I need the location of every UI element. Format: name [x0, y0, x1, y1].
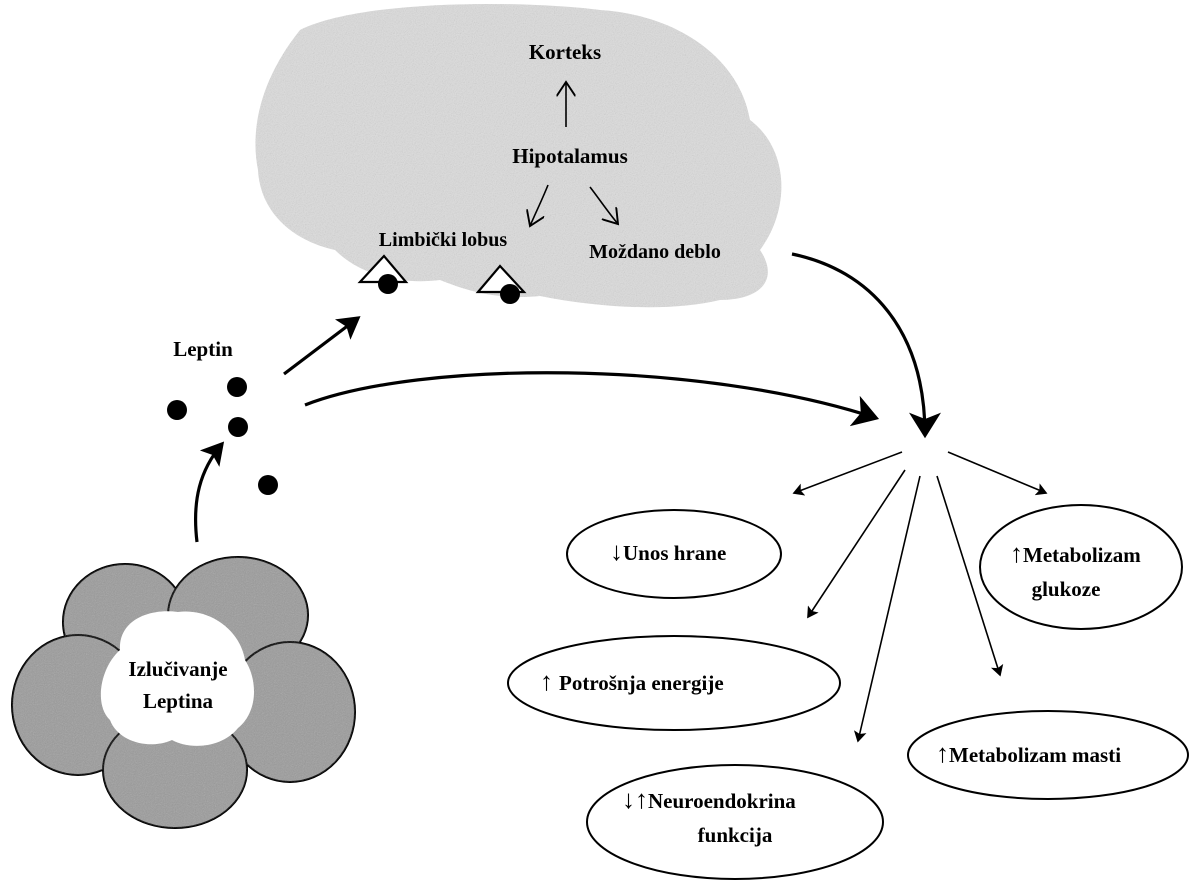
fat-metabolism-effect: ↑Metabolizam masti — [907, 710, 1189, 800]
up-arrow-icon: ↑ — [1010, 539, 1023, 568]
hypothalamus-label: Hipotalamus — [512, 144, 628, 168]
leptin-to-periphery-arrow — [304, 371, 880, 427]
leptin-label: Leptin — [173, 337, 233, 361]
down-up-arrow-icon: ↓↑ — [622, 785, 648, 814]
food-intake-effect: ↓Unos hrane — [566, 509, 782, 599]
fat-cell-line1: Izlučivanje — [128, 657, 227, 681]
hypothalamus-to-brainstem-arrow — [589, 186, 618, 224]
limbic-lobe-label: Limbički lobus — [379, 229, 508, 251]
neuroendocrine-effect: ↓↑Neuroendokrina funkcija — [586, 764, 884, 880]
fat-to-leptin-arrow — [193, 441, 225, 543]
svg-text:↑Metabolizam masti: ↑Metabolizam masti — [936, 739, 1121, 768]
leptin-molecule — [228, 417, 248, 437]
down-arrow-icon: ↓ — [610, 537, 623, 566]
svg-text:↓↑Neuroendokrina: ↓↑Neuroendokrina — [622, 785, 796, 814]
to-food-intake-arrow — [792, 451, 903, 496]
fat-cell-line2: Leptina — [143, 689, 214, 713]
receptor-left — [357, 254, 409, 294]
svg-text:↑Potrošnja energije: ↑Potrošnja energije — [540, 667, 724, 696]
leptin-molecule — [227, 377, 247, 397]
up-arrow-icon: ↑ — [936, 739, 949, 768]
leptin-molecules — [167, 377, 278, 495]
svg-text:↑Metabolizam: ↑Metabolizam — [1010, 539, 1141, 568]
leptin-to-brain-arrow — [283, 316, 361, 376]
to-fat-metabolism-arrow — [936, 475, 1004, 677]
brainstem-to-periphery-arrow — [791, 252, 941, 439]
svg-text:↓Unos hrane: ↓Unos hrane — [610, 537, 726, 566]
to-glucose-arrow — [947, 451, 1048, 496]
leptin-molecule — [167, 400, 187, 420]
hypothalamus-to-limbic-arrow — [530, 184, 549, 226]
brainstem-label: Moždano deblo — [589, 241, 721, 263]
to-neuroendocrine-arrow — [853, 475, 921, 743]
svg-text:funkcija: funkcija — [698, 823, 773, 847]
leptin-secretion-center — [100, 611, 255, 746]
brain — [255, 4, 782, 308]
svg-text:glukoze: glukoze — [1032, 577, 1101, 601]
leptin-molecule — [258, 475, 278, 495]
up-arrow-icon: ↑ — [540, 667, 553, 696]
adipocyte-cluster: Izlučivanje Leptina — [11, 556, 356, 829]
cortex-label: Korteks — [529, 40, 601, 64]
to-energy-arrow — [807, 469, 906, 619]
energy-expenditure-effect: ↑Potrošnja energije — [507, 635, 841, 731]
glucose-metabolism-effect: ↑Metabolizam glukoze — [979, 504, 1183, 630]
receptor-right — [475, 264, 527, 304]
